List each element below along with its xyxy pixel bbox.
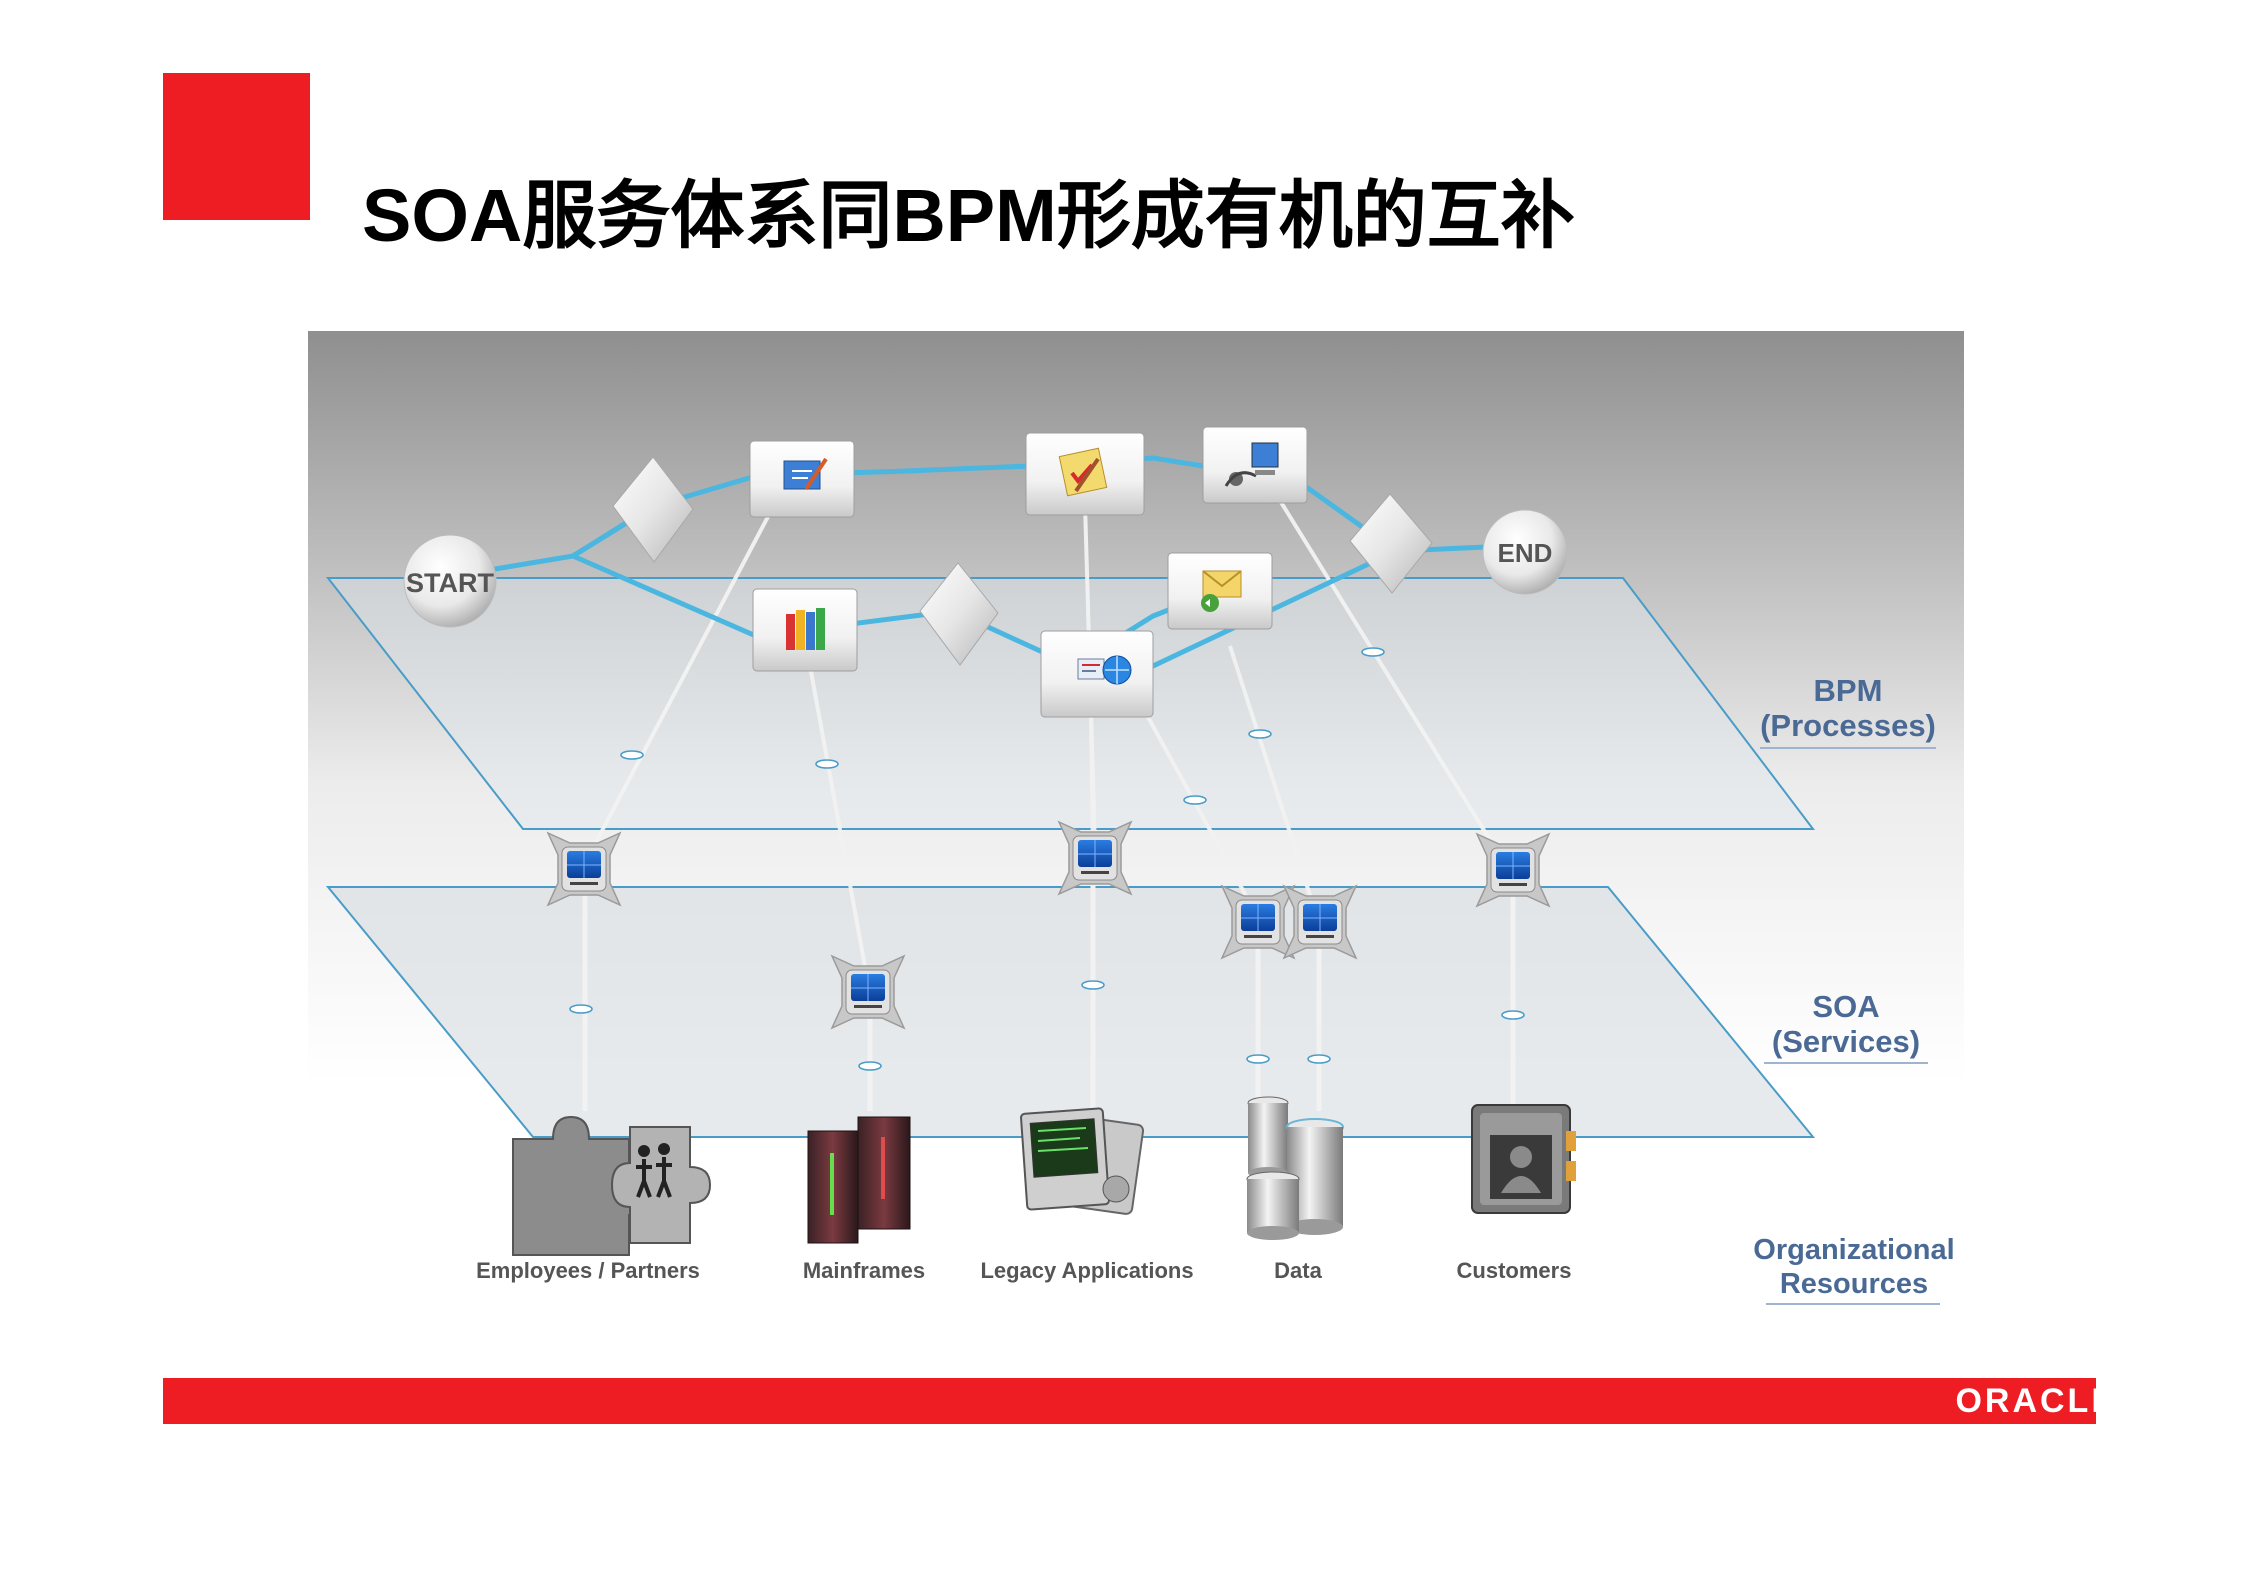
- web-form-icon: [1077, 655, 1132, 685]
- end-node: END: [1482, 509, 1568, 595]
- checklist-pen-icon: [1058, 447, 1108, 497]
- customer-id-icon: [1471, 1104, 1576, 1214]
- bpm-label-line1: BPM: [1814, 673, 1883, 708]
- resources-label-line1: Organizational: [1753, 1234, 1954, 1266]
- activity-network-tools: [1202, 426, 1308, 504]
- start-node: START: [403, 534, 497, 628]
- activity-books: [752, 588, 858, 672]
- service-resource-links: [582, 881, 1516, 1111]
- resource-label-employees: Employees / Partners: [476, 1258, 700, 1283]
- legacy-terminal-icon: [1020, 1107, 1145, 1215]
- resource-label-legacy: Legacy Applications: [980, 1258, 1193, 1283]
- resources-label-line2: Resources: [1780, 1268, 1928, 1300]
- footer-red-bar: [163, 1378, 2096, 1424]
- soa-bpm-diagram: START END: [308, 331, 1964, 1335]
- network-tools-icon: [1224, 442, 1279, 487]
- gateway-diamond-icon: [612, 456, 1433, 666]
- slide-title: SOA服务体系同BPM形成有机的互补: [362, 174, 1575, 257]
- resource-label-data: Data: [1274, 1258, 1322, 1283]
- oracle-logo: ORACLE: [1955, 1382, 2117, 1420]
- puzzle-people-icon: [512, 1115, 712, 1256]
- activity-checklist: [1025, 432, 1145, 516]
- activity-web-form: [1040, 630, 1154, 718]
- layer-labels: BPM (Processes) SOA (Services) Organizat…: [1753, 673, 1955, 1305]
- soa-label-line2: (Services): [1772, 1024, 1920, 1059]
- start-label: START: [406, 568, 494, 598]
- brand-red-square: [163, 73, 310, 220]
- bpm-label-line2: (Processes): [1760, 708, 1936, 743]
- books-icon: [786, 608, 825, 650]
- database-icon: [1246, 1096, 1344, 1240]
- mainframe-icon: [807, 1116, 911, 1244]
- email-icon: [1201, 570, 1242, 612]
- activity-email: [1167, 552, 1273, 630]
- resource-label-mainframes: Mainframes: [803, 1258, 925, 1283]
- soa-label-line1: SOA: [1812, 989, 1879, 1024]
- end-label: END: [1498, 538, 1553, 568]
- activity-edit-document: [749, 440, 855, 518]
- soa-plane: [325, 886, 1816, 1138]
- edit-document-icon: [783, 457, 828, 491]
- activity-service-links: [584, 463, 1505, 984]
- resource-label-customers: Customers: [1457, 1258, 1572, 1283]
